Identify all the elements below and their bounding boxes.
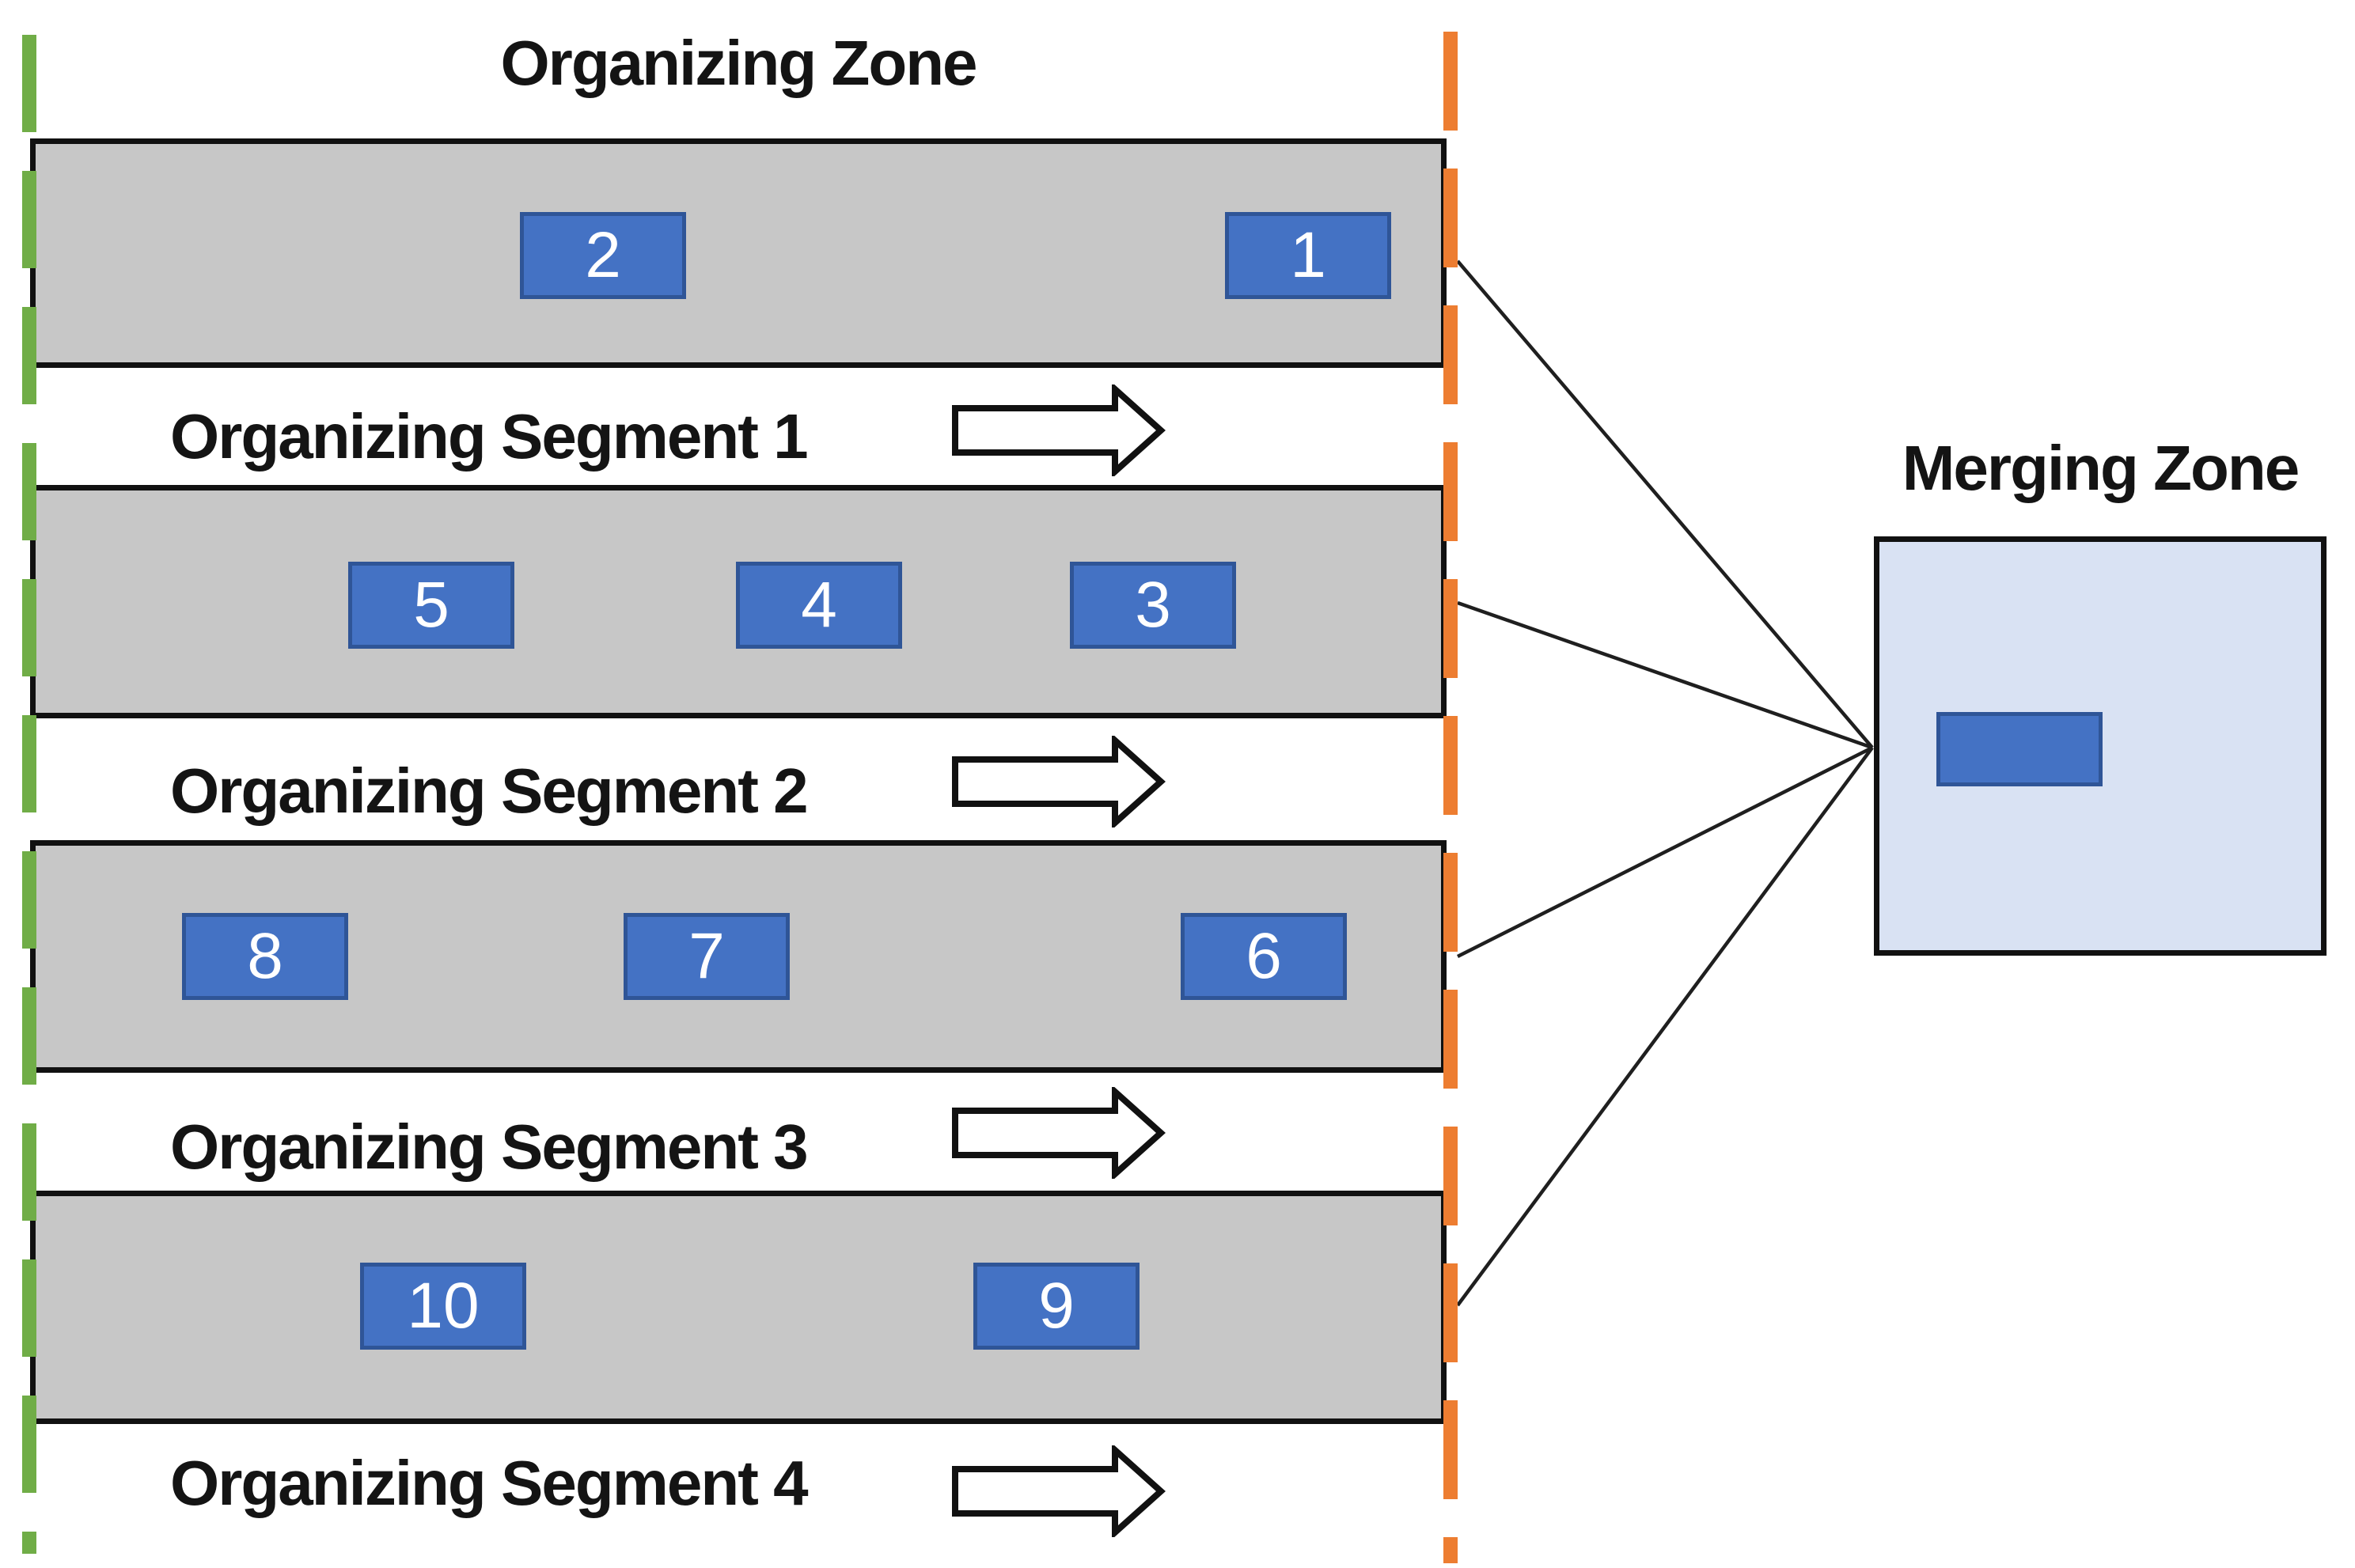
vehicle-box-2: 2	[520, 212, 686, 299]
vehicle-box-9: 9	[973, 1263, 1140, 1350]
vehicle-box-7: 7	[624, 913, 790, 1000]
organizing-segment-4-road	[30, 1191, 1447, 1424]
vehicle-box-5: 5	[348, 562, 514, 649]
merged-vehicle-box	[1936, 712, 2103, 786]
vehicle-box-8: 8	[182, 913, 348, 1000]
flow-arrow-icon-1	[952, 384, 1166, 476]
vehicle-box-1: 1	[1225, 212, 1391, 299]
entry-boundary-dashed-line	[22, 35, 36, 1554]
segment-label-4: Organizing Segment 4	[170, 1448, 809, 1518]
connector-segment-3	[1456, 745, 1874, 959]
connector-segment-4	[1456, 746, 1874, 1307]
vehicle-box-6: 6	[1181, 913, 1347, 1000]
flow-arrow-icon-4	[952, 1445, 1166, 1537]
segment-label-1: Organizing Segment 1	[170, 401, 809, 472]
flow-arrow-icon-3	[952, 1087, 1166, 1179]
vehicle-box-4: 4	[736, 562, 902, 649]
segment-label-3: Organizing Segment 3	[170, 1112, 809, 1182]
organizing-zone-title: Organizing Zone	[500, 28, 977, 98]
vehicle-box-3: 3	[1070, 562, 1236, 649]
segment-label-2: Organizing Segment 2	[170, 756, 809, 826]
merging-zone-area	[1874, 536, 2327, 956]
connector-segment-1	[1456, 259, 1874, 749]
flow-arrow-icon-2	[952, 736, 1166, 828]
organizing-segment-1-road	[30, 138, 1447, 368]
connector-segment-2	[1457, 600, 1873, 750]
vehicle-box-10: 10	[360, 1263, 526, 1350]
exit-boundary-dashed-line	[1443, 32, 1458, 1563]
merging-zone-title: Merging Zone	[1902, 433, 2300, 503]
